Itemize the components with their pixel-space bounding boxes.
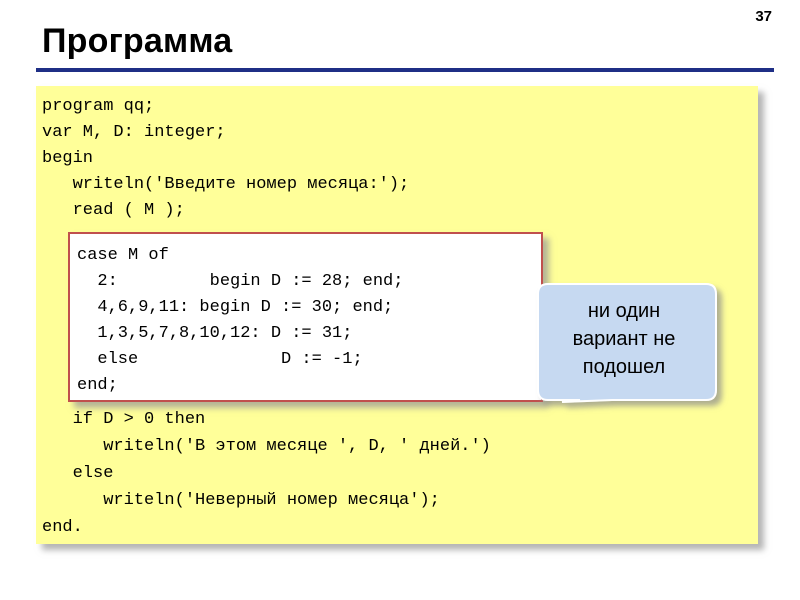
callout-line: ни один	[587, 300, 661, 322]
code-line: program qq;	[42, 97, 155, 116]
case-statement-box: case M of 2: begin D := 28; end; 4,6,9,1…	[68, 232, 543, 402]
code-line: writeln('Неверный номер месяца');	[42, 491, 440, 510]
code-line: else	[42, 464, 114, 483]
code-line: var M, D: integer;	[42, 123, 226, 142]
code-line: writeln('В этом месяце ', D, ' дней.')	[42, 437, 491, 456]
callout-text: ни один вариант не подошел	[538, 297, 710, 381]
slide-title: Программа	[42, 22, 233, 60]
case-line: 1,3,5,7,8,10,12: D := 31;	[77, 324, 353, 343]
case-line: end;	[77, 376, 118, 395]
page-number: 37	[755, 8, 772, 25]
code-line: begin	[42, 149, 94, 168]
code-line: read ( M );	[42, 201, 185, 220]
title-underline	[36, 68, 774, 72]
callout-line: подошел	[582, 356, 666, 378]
code-line: end.	[42, 518, 83, 537]
code-line: if D > 0 then	[42, 410, 206, 429]
code-line: writeln('Введите номер месяца:');	[42, 175, 410, 194]
case-line: case M of	[77, 246, 169, 265]
case-line: 2: begin D := 28; end;	[77, 272, 404, 291]
callout-line: вариант не	[572, 328, 676, 350]
case-line: else D := -1;	[77, 350, 363, 369]
case-line: 4,6,9,11: begin D := 30; end;	[77, 298, 394, 317]
